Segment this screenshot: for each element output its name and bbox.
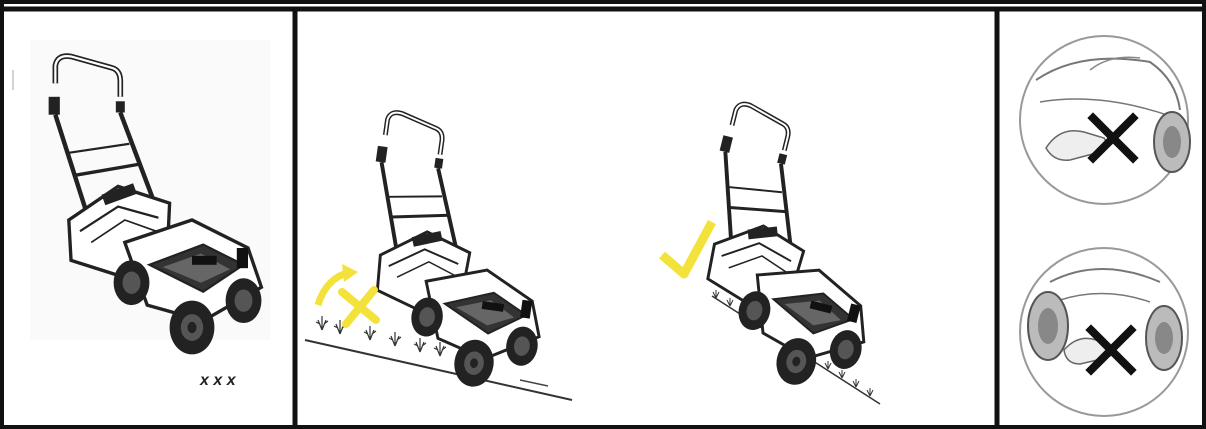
- slope-wrong: [304, 111, 573, 401]
- wheel-icon: [1153, 111, 1191, 173]
- lawnmower-icon: [669, 101, 913, 399]
- cross-mark-icon: [1085, 324, 1137, 376]
- warning-circle-top: [1019, 35, 1191, 205]
- cross-mark-icon: [1087, 112, 1139, 164]
- slope-correct: [659, 101, 913, 405]
- warning-circle-bottom: [1019, 247, 1189, 417]
- wheel-icon: [1145, 305, 1183, 371]
- slope-line: [304, 339, 573, 401]
- lawnmower-icon: [347, 111, 568, 395]
- cross-mark-icon: [338, 286, 380, 328]
- grass-marks: x x x: [200, 372, 236, 389]
- wheel-icon: [1027, 291, 1069, 361]
- panel-hand-warnings: [1019, 35, 1191, 417]
- check-mark-icon: [659, 219, 716, 279]
- panel-slope: [304, 101, 913, 405]
- panel-mower-idle: [12, 40, 270, 354]
